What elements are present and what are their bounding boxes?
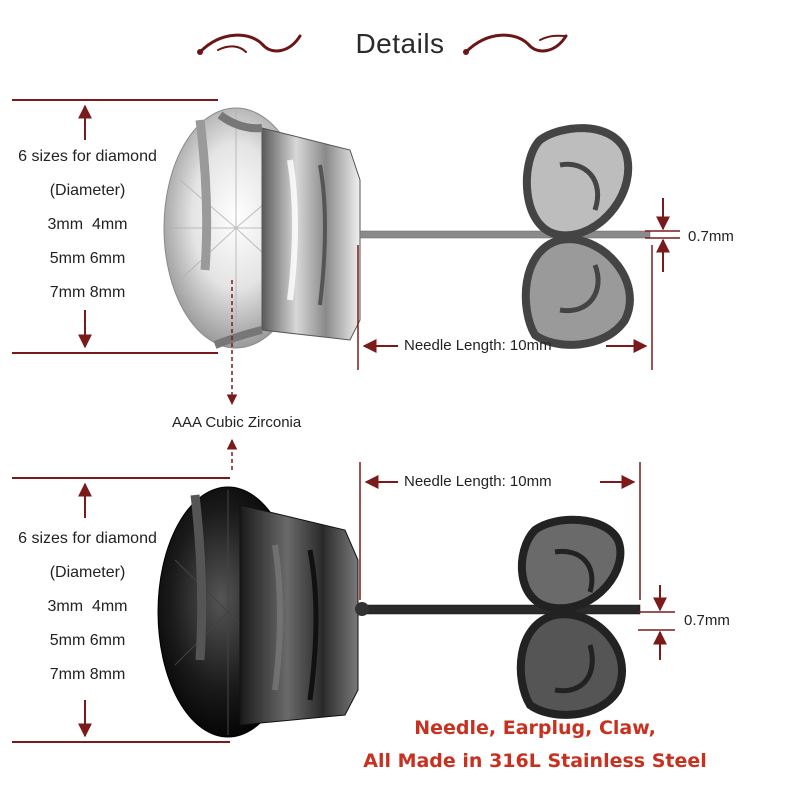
- bottom-diameter-line-1: 6 sizes for diamond: [18, 530, 157, 547]
- title-ornament-right: [463, 33, 568, 55]
- bottom-needle-thickness-label: 0.7mm: [684, 612, 730, 629]
- bottom-diameter-line-3: 3mm 4mm: [47, 598, 128, 615]
- title-ornament-left: [197, 33, 302, 55]
- black-earplug: [516, 515, 626, 719]
- top-diameter-line-2: (Diameter): [49, 182, 126, 199]
- top-needle-length-label: Needle Length: 10mm: [404, 337, 552, 354]
- bottom-needle-length-label: Needle Length: 10mm: [404, 473, 552, 490]
- silver-needle: [359, 230, 651, 239]
- bottom-diameter-line-4: 5mm 6mm: [49, 632, 126, 649]
- black-needle: [357, 604, 641, 615]
- bottom-diameter-line-2: (Diameter): [49, 564, 126, 581]
- black-claw-setting: [239, 504, 359, 726]
- silver-claw-setting: [261, 127, 361, 341]
- top-diameter-line-4: 5mm 6mm: [49, 250, 126, 267]
- top-diameter-line-3: 3mm 4mm: [47, 216, 128, 233]
- top-earring: [163, 107, 651, 349]
- top-diameter-line-5: 7mm 8mm: [49, 284, 126, 301]
- page-title: Details: [355, 28, 445, 59]
- top-diameter-line-1: 6 sizes for diamond: [18, 148, 157, 165]
- material-note-line-1: Needle, Earplug, Claw,: [414, 717, 656, 739]
- dimension-lines: [12, 99, 680, 743]
- silver-earplug: [521, 124, 634, 349]
- bottom-diameter-line-5: 7mm 8mm: [49, 666, 126, 683]
- material-label: AAA Cubic Zirconia: [172, 414, 302, 431]
- bottom-diameter-sizes: 6 sizes for diamond (Diameter) 3mm 4mm 5…: [0, 522, 175, 692]
- material-note-line-2: All Made in 316L Stainless Steel: [363, 750, 707, 772]
- top-needle-thickness-label: 0.7mm: [688, 228, 734, 245]
- material-note: Needle, Earplug, Claw, All Made in 316L …: [300, 712, 770, 778]
- top-diameter-sizes: 6 sizes for diamond (Diameter) 3mm 4mm 5…: [0, 140, 175, 310]
- bottom-earring: [157, 486, 641, 738]
